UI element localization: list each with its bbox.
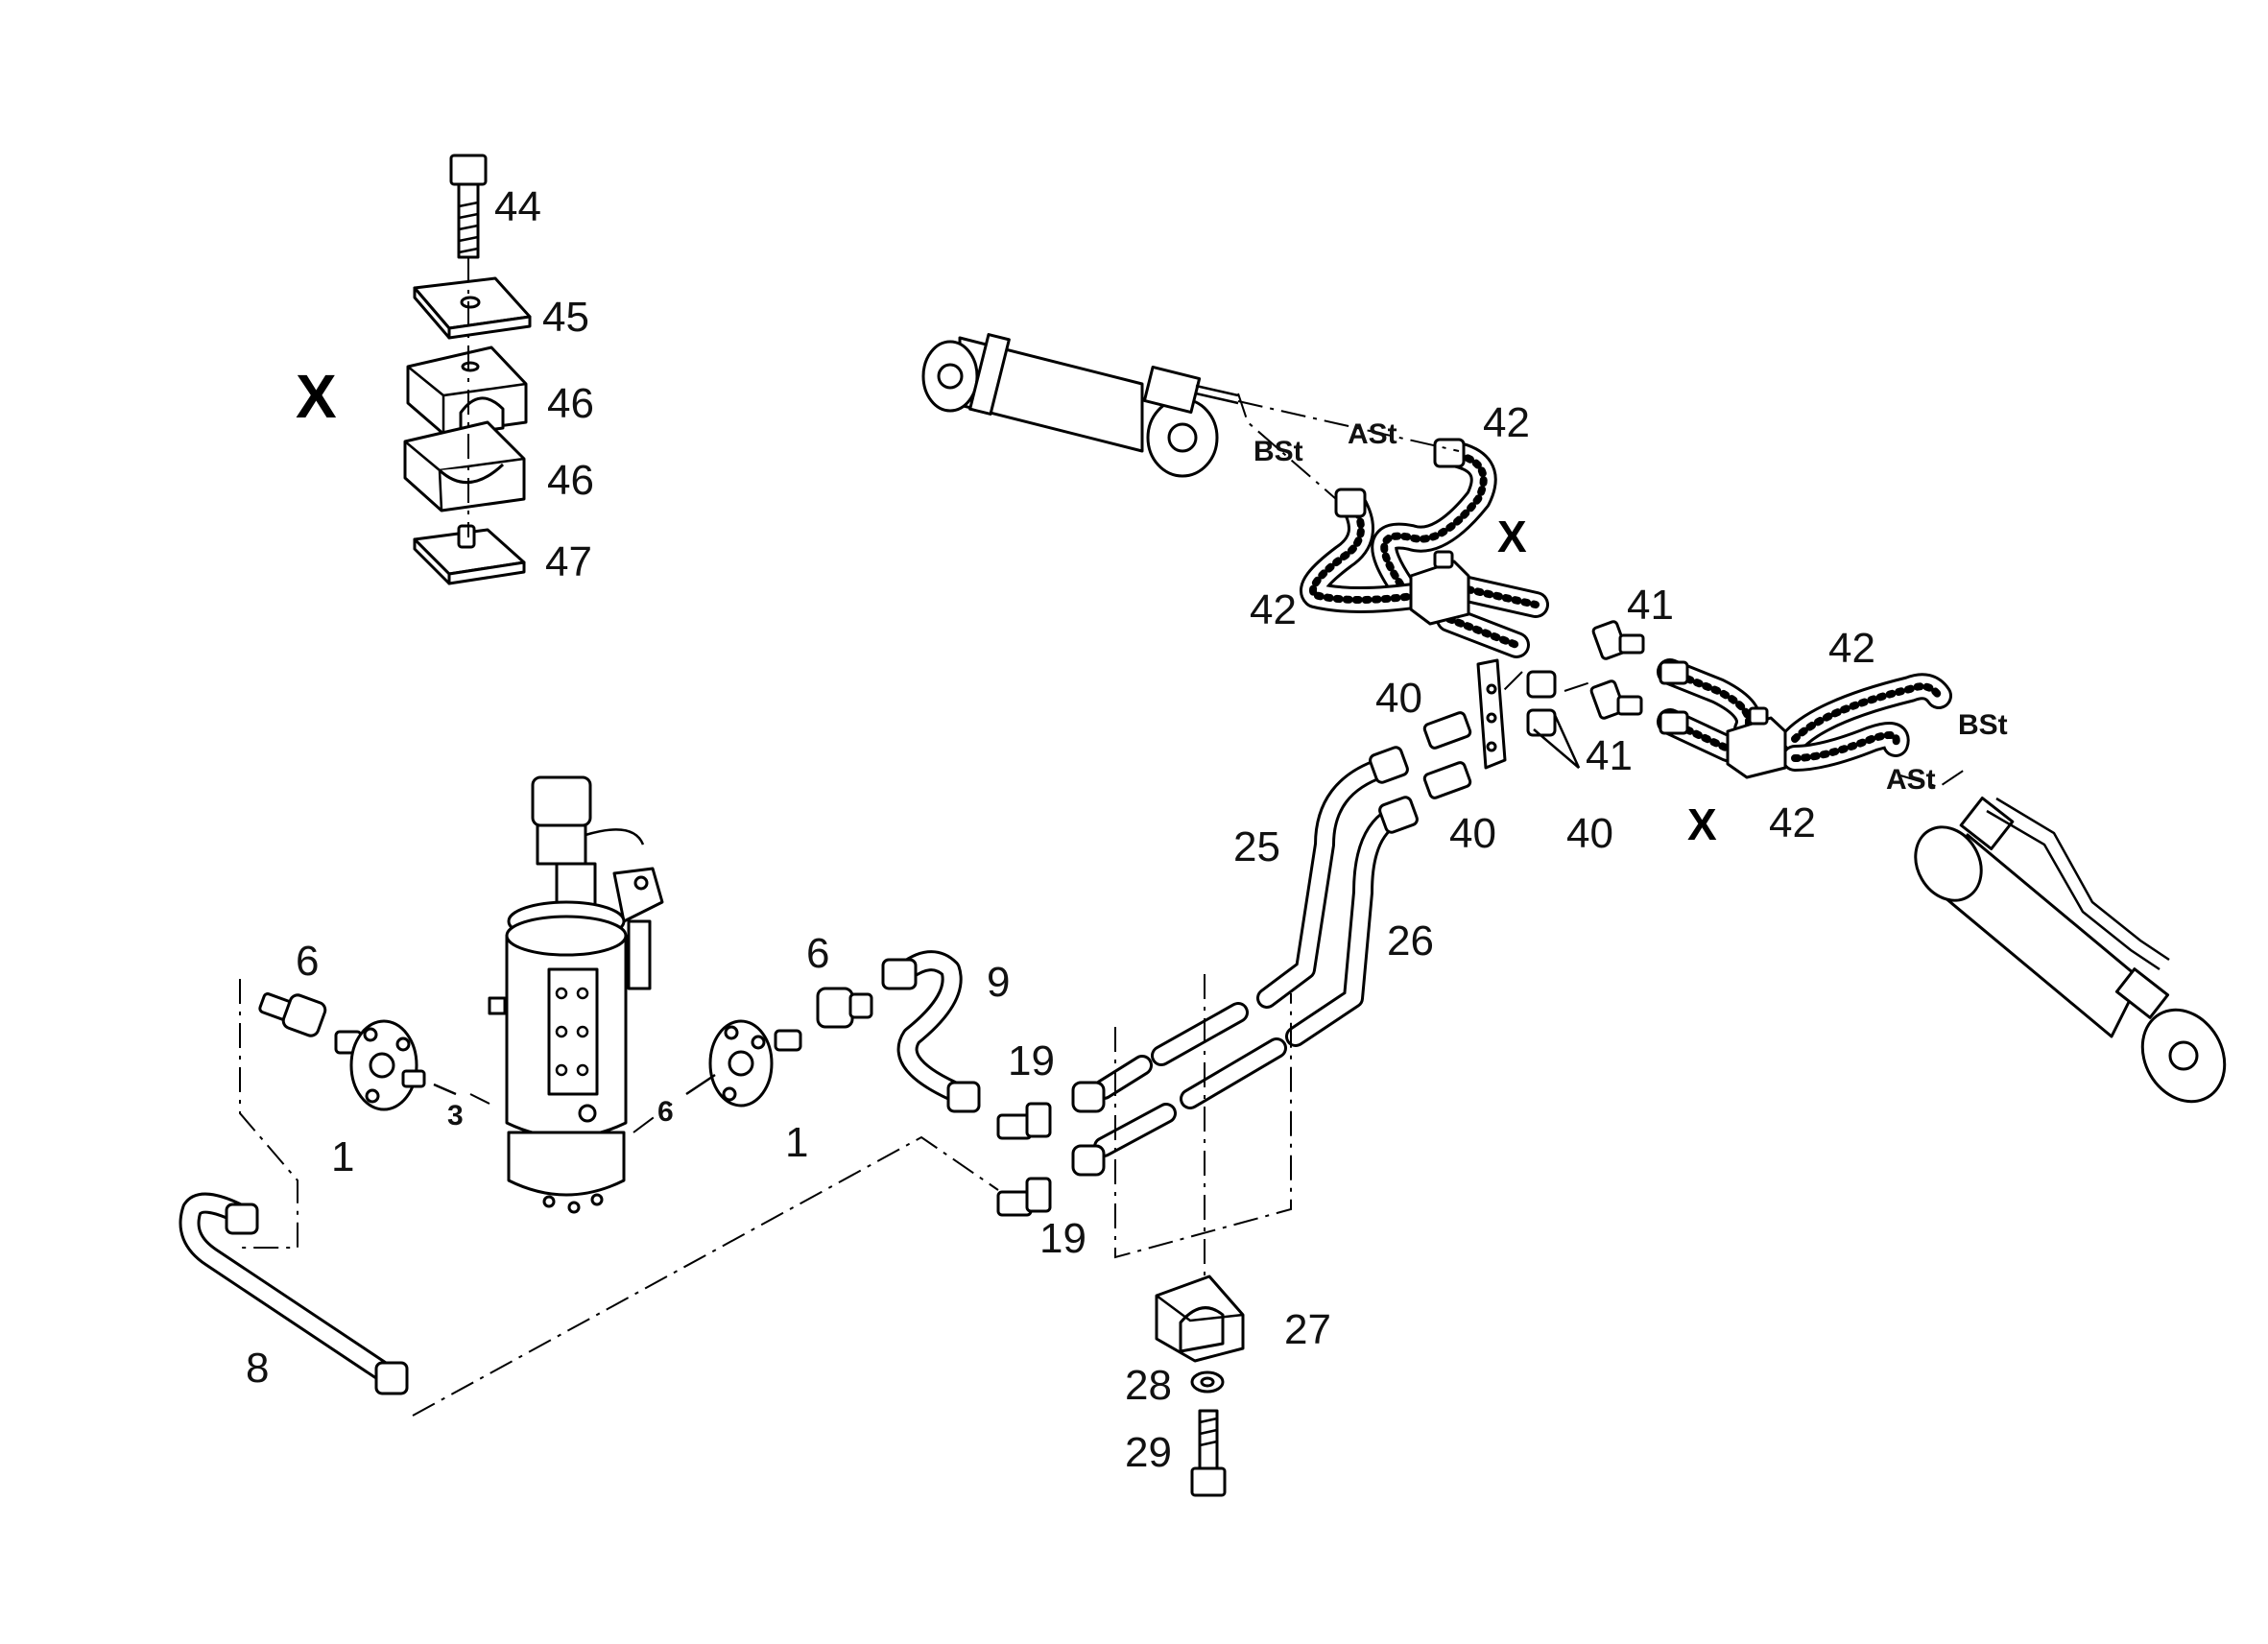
clamp-half-46-upper xyxy=(406,345,528,436)
hydraulic-cylinder-right xyxy=(1914,797,2227,1104)
label-42-top: 42 xyxy=(1483,399,1530,446)
pipe-26 xyxy=(1285,796,1419,1047)
fitting-41-upper xyxy=(1591,620,1689,685)
plate-45 xyxy=(413,276,532,340)
label-9: 9 xyxy=(987,959,1010,1006)
hose-clamp-top xyxy=(1409,550,1470,626)
label-1-right: 1 xyxy=(785,1119,808,1166)
pipe-25 xyxy=(1256,746,1409,1009)
label-47: 47 xyxy=(545,538,592,585)
label-ast-right: ASt xyxy=(1886,764,1936,796)
label-42-right-top: 42 xyxy=(1828,625,1875,672)
pipe-25-lower-run xyxy=(1093,1002,1249,1100)
pipe-9 xyxy=(881,950,981,1113)
hydraulic-cylinder-top xyxy=(921,333,1239,478)
bolt-29 xyxy=(1190,1409,1227,1497)
fitting-41-lower xyxy=(1589,679,1689,735)
leader-6-mid xyxy=(685,1073,716,1096)
label-ast-top: ASt xyxy=(1348,418,1397,450)
label-29: 29 xyxy=(1125,1429,1172,1476)
hose-clamp-right xyxy=(1726,706,1787,779)
pipe-26-lower-run xyxy=(1093,1037,1287,1157)
clamp-half-46-lower xyxy=(403,420,526,512)
plate-47 xyxy=(413,524,526,585)
label-bst-top: BSt xyxy=(1253,436,1303,467)
label-25: 25 xyxy=(1233,823,1280,870)
nut-pipe-25 xyxy=(1071,1081,1106,1113)
label-28: 28 xyxy=(1125,1362,1172,1409)
bolt-44 xyxy=(449,154,488,259)
hose-42-left xyxy=(1300,488,1434,613)
label-45: 45 xyxy=(542,294,589,341)
fitting-6-left xyxy=(258,992,327,1037)
label-42-left: 42 xyxy=(1250,586,1297,633)
label-40-b: 40 xyxy=(1449,810,1496,857)
filter-unit xyxy=(488,775,664,1214)
callout-labels: 44 45 X 46 46 47 42 ASt BSt X 42 41 42 B… xyxy=(246,183,2008,1476)
leader-lines xyxy=(239,393,1969,1417)
washer-28 xyxy=(1190,1370,1225,1394)
label-6-mid: 6 xyxy=(806,930,829,977)
label-27: 27 xyxy=(1284,1306,1331,1353)
label-8: 8 xyxy=(246,1345,269,1392)
label-bst-right: BSt xyxy=(1958,709,2008,741)
label-x-top: X xyxy=(1497,512,1527,561)
label-19-bottom: 19 xyxy=(1039,1215,1086,1262)
label-19-top: 19 xyxy=(1008,1037,1055,1084)
hose-42-top xyxy=(1371,438,1497,599)
label-41-bottom: 41 xyxy=(1586,732,1633,779)
leader-3 xyxy=(433,1083,457,1096)
label-44: 44 xyxy=(494,183,541,230)
label-40-c: 40 xyxy=(1566,810,1613,857)
label-42-right-bottom: 42 xyxy=(1769,799,1816,846)
label-46-lower: 46 xyxy=(547,457,594,504)
label-3: 3 xyxy=(447,1100,464,1132)
label-1-left: 1 xyxy=(331,1133,354,1180)
flange-1-right xyxy=(708,1019,802,1108)
nut-pipe-26 xyxy=(1071,1144,1106,1177)
label-x-bottom: X xyxy=(1687,799,1717,849)
fitting-19-upper xyxy=(996,1102,1052,1140)
label-6-left: 6 xyxy=(296,938,319,985)
fitting-6-right xyxy=(816,987,873,1029)
flange-1-left xyxy=(334,1019,426,1111)
label-26: 26 xyxy=(1387,917,1434,965)
clamp-detail-x xyxy=(403,154,532,585)
pipe-8 xyxy=(179,1192,409,1395)
label-46-upper: 46 xyxy=(547,380,594,427)
label-6-right: 6 xyxy=(657,1096,674,1128)
clamp-27 xyxy=(1155,1275,1245,1363)
label-41-top: 41 xyxy=(1627,582,1674,629)
label-x-detail: X xyxy=(296,362,337,431)
hose-41-upper xyxy=(1436,574,1549,658)
leader-40-arrows xyxy=(1533,714,1581,769)
fitting-19-lower xyxy=(996,1177,1052,1217)
label-40-a: 40 xyxy=(1375,675,1422,722)
